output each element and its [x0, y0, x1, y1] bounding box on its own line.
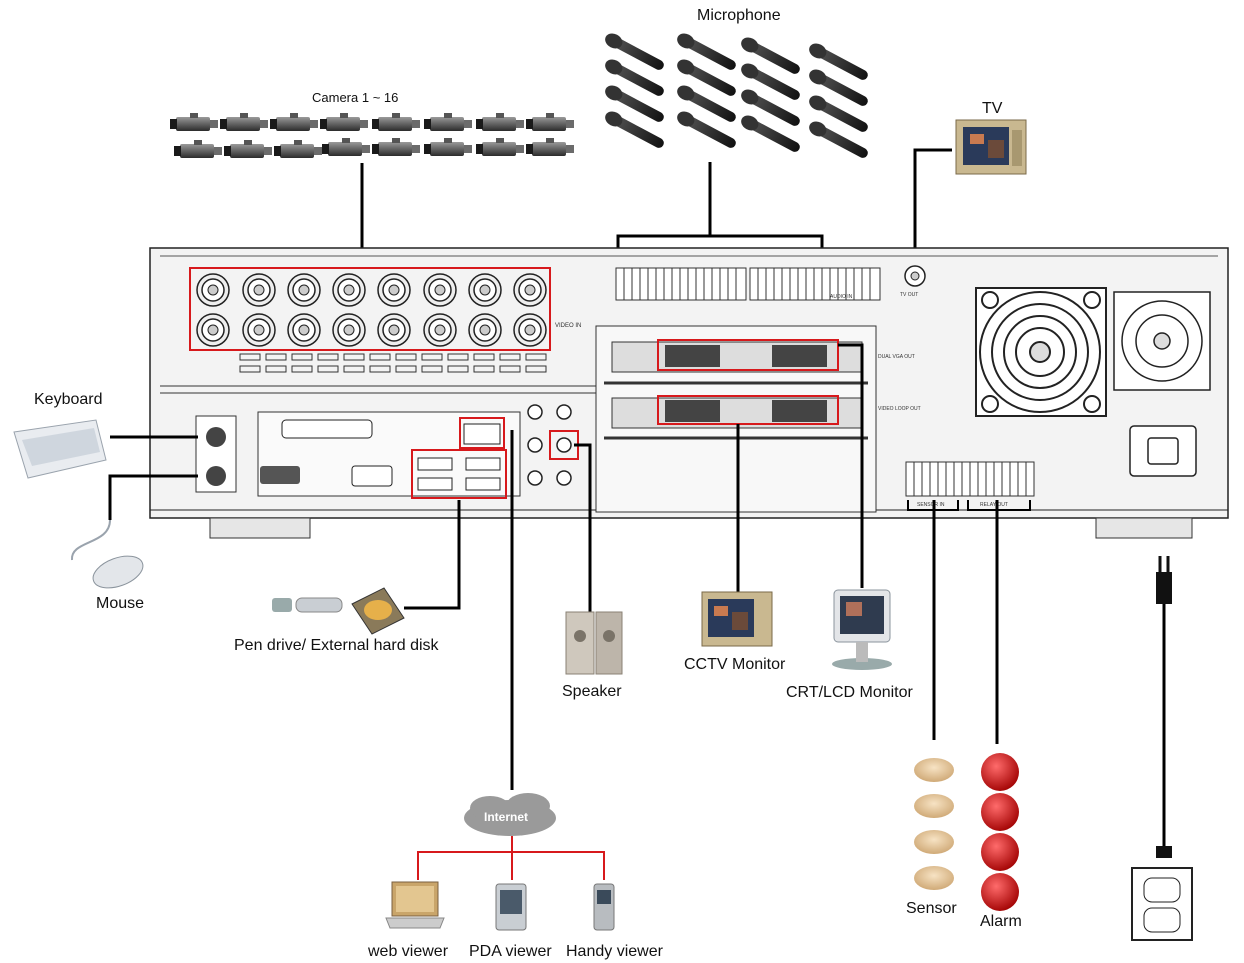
ps2-mouse-port: [206, 466, 226, 486]
crt-lcd-monitor-image: [832, 590, 892, 670]
serial-port: [260, 466, 300, 484]
storage-label: Pen drive/ External hard disk: [234, 637, 439, 655]
speaker-label: Speaker: [562, 683, 622, 701]
pda-viewer-label: PDA viewer: [469, 943, 552, 961]
sensor-in-label: SENSOR IN: [917, 502, 945, 508]
microphone-label: Microphone: [697, 7, 781, 25]
audio-in-label: AUDIO IN: [830, 294, 853, 300]
parallel-port: [282, 420, 372, 438]
crt-lcd-monitor-label: CRT/LCD Monitor: [786, 684, 913, 702]
tv-out-connector: [905, 266, 925, 286]
video-loop-label: VIDEO LOOP OUT: [878, 406, 921, 412]
camera-label: Camera 1 ~ 16: [312, 90, 398, 105]
internet-label: Internet: [484, 810, 528, 824]
sensors-image: [914, 758, 954, 890]
tv-image: [956, 120, 1026, 174]
vga-port: [352, 466, 392, 486]
handy-viewer-image: [594, 884, 614, 930]
microphones-group: [603, 31, 870, 160]
video-in-label: VIDEO IN: [555, 323, 581, 329]
mouse-image: [72, 520, 147, 594]
ps2-keyboard-port: [206, 427, 226, 447]
relay-out-label: RELAY OUT: [980, 502, 1008, 508]
cameras-group: [170, 113, 574, 158]
dvr-rear-panel: VIDEO IN AUDIO IN: [150, 248, 1228, 538]
tv-out-label: TV OUT: [900, 292, 918, 298]
keyboard-label: Keyboard: [34, 391, 103, 409]
storage-image: [272, 588, 404, 634]
mouse-label: Mouse: [96, 595, 144, 613]
pda-viewer-image: [496, 884, 526, 930]
alarm-label: Alarm: [980, 913, 1022, 931]
handy-viewer-label: Handy viewer: [566, 943, 663, 961]
cctv-monitor-label: CCTV Monitor: [684, 656, 785, 674]
speaker-image: [566, 612, 622, 674]
fan: [976, 288, 1106, 416]
sensor-label: Sensor: [906, 900, 957, 918]
web-viewer-image: [386, 882, 444, 928]
alarms-image: [981, 753, 1019, 911]
web-viewer-label: web viewer: [368, 943, 448, 961]
keyboard-image: [14, 420, 106, 478]
cctv-monitor-image: [702, 592, 772, 646]
tv-label: TV: [982, 100, 1002, 118]
viewer-tree-lines: [418, 836, 604, 880]
dual-vga-label: DUAL VGA OUT: [878, 354, 915, 360]
wall-outlet-image: [1132, 868, 1192, 940]
